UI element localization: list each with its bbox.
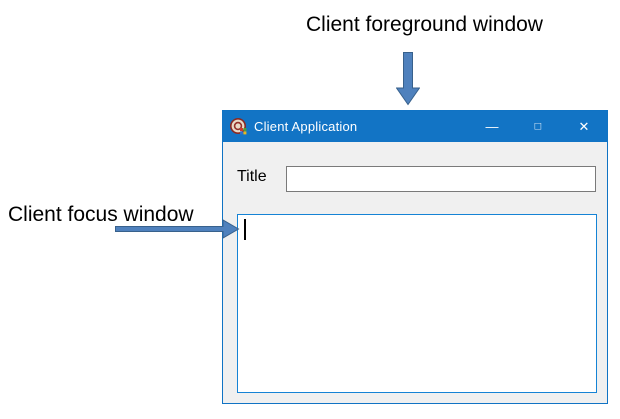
focus-window-label: Client focus window (8, 203, 194, 226)
text-caret (244, 219, 246, 240)
close-icon: ✕ (578, 118, 590, 134)
titlebar[interactable]: Client Application — □ ✕ (223, 111, 607, 142)
title-field-label: Title (237, 168, 267, 185)
caption-buttons: — □ ✕ (469, 111, 607, 142)
message-textarea[interactable] (237, 214, 597, 393)
minimize-icon: — (485, 119, 499, 134)
maximize-icon: □ (534, 120, 542, 132)
foreground-window-label: Client foreground window (306, 13, 543, 36)
client-application-window: Client Application — □ ✕ Title (222, 110, 608, 404)
minimize-button[interactable]: — (469, 111, 515, 142)
down-arrow-icon (396, 52, 420, 106)
maximize-button[interactable]: □ (515, 111, 561, 142)
title-input[interactable] (286, 166, 596, 192)
right-arrow-icon (115, 219, 240, 239)
client-area: Title (223, 142, 607, 403)
close-button[interactable]: ✕ (561, 111, 607, 142)
app-logo-icon (230, 118, 247, 135)
window-title: Client Application (254, 119, 358, 134)
